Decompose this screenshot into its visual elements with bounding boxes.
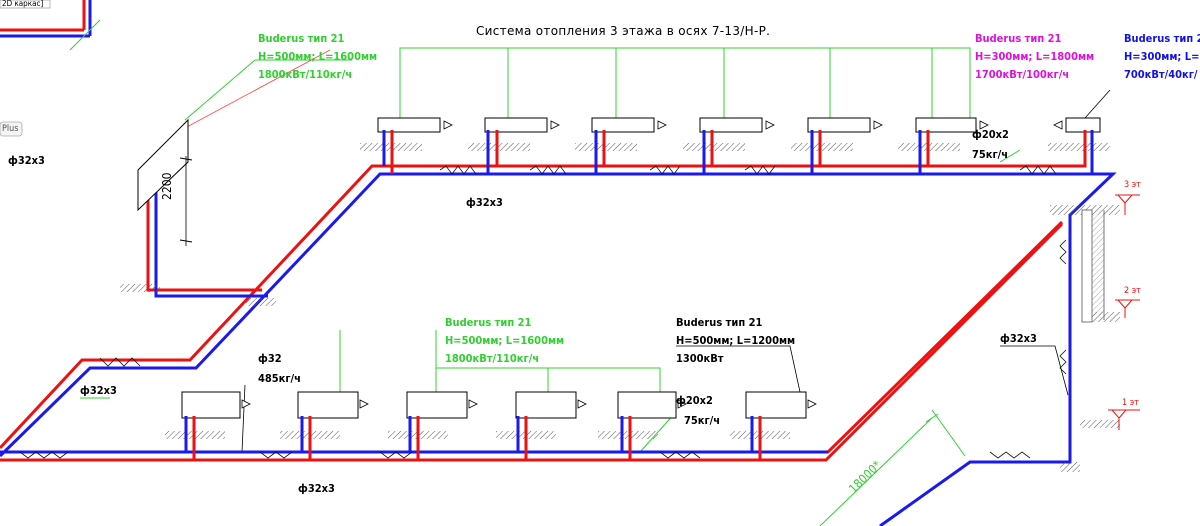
- radiator: [617, 391, 687, 460]
- pipe-label-bottom-main: ф32х3: [298, 482, 335, 495]
- radiator: [699, 117, 775, 174]
- radiator: [807, 117, 883, 174]
- radiator: [1053, 117, 1101, 174]
- bottom-leader-lines: [80, 330, 677, 453]
- note-bottom-black-power: 1300кВт: [676, 352, 724, 365]
- note-bottom-green-size: H=500мм; L=1600мм: [445, 334, 565, 347]
- dimension-18000: [819, 409, 966, 526]
- radiator: [181, 391, 251, 460]
- radiator: [297, 391, 369, 460]
- plus-badge: Plus: [2, 124, 19, 134]
- pipe-label-top-main: ф32х3: [466, 196, 503, 209]
- level-floor3: 3 эт: [1124, 180, 1141, 190]
- bottom-floor-hatches: [165, 431, 790, 439]
- angled-radiator: [120, 118, 276, 306]
- radiator: [591, 117, 667, 174]
- note-top-magenta-power: 1700кВт/100кг/ч: [975, 68, 1070, 81]
- top-left-corner: [0, 0, 101, 137]
- pipe-label-left-mid: ф32х3: [80, 384, 117, 397]
- pipe-label-bottom-inlet-dia: ф32: [258, 352, 282, 365]
- radiator: [377, 117, 453, 174]
- note-top-blue-model: Buderus тип 2: [1124, 32, 1200, 45]
- riser-wall: [1050, 194, 1140, 472]
- note-top-magenta-model: Buderus тип 21: [975, 32, 1062, 45]
- pipe-label-top-branch-flow: 75кг/ч: [972, 148, 1009, 161]
- radiator: [915, 117, 989, 174]
- drawing-title: Система отопления 3 этажа в осях 7-13/Н-…: [476, 24, 771, 38]
- note-bottom-green-model: Buderus тип 21: [445, 316, 532, 329]
- black-leaders: [241, 89, 1111, 453]
- level-floor2: 2 эт: [1124, 286, 1141, 296]
- top-radiators: [377, 117, 1101, 174]
- pipe-label-riser: ф32х3: [1000, 332, 1037, 345]
- dimension-riser-height: 2200: [160, 172, 174, 200]
- note-bottom-green-power: 1800кВт/110кг/ч: [445, 352, 540, 365]
- radiator: [745, 391, 817, 460]
- pipe-label-bottom-branch-dia: ф20х2: [676, 394, 713, 407]
- pipe-label-top-branch-dia: ф20х2: [972, 128, 1009, 141]
- radiator: [515, 391, 587, 460]
- note-top-blue-size: H=300мм; L=1: [1124, 50, 1200, 63]
- top-left-fragment: 2D каркас]: [2, 0, 44, 8]
- radiator: [406, 391, 478, 460]
- pipe-label-bottom-branch-flow: 75кг/ч: [684, 414, 721, 427]
- level-floor1: 1 эт: [1122, 398, 1139, 408]
- note-top-magenta-size: H=300мм; L=1800мм: [975, 50, 1095, 63]
- note-top-green-size: H=500мм; L=1600мм: [258, 50, 378, 63]
- bottom-radiators: [181, 391, 817, 460]
- red-leader: [184, 49, 331, 129]
- radiator: [484, 117, 560, 174]
- note-bottom-black-size: H=500мм; L=1200мм: [676, 334, 796, 347]
- pipe-supports: [19, 165, 1067, 459]
- pipe-label-bottom-inlet-flow: 485кг/ч: [258, 372, 301, 385]
- note-top-blue-power: 700кВт/40кг/: [1124, 68, 1198, 81]
- note-top-green-model: Buderus тип 21: [258, 32, 345, 45]
- note-top-green-power: 1800кВт/110кг/ч: [258, 68, 353, 81]
- note-bottom-black-model: Buderus тип 21: [676, 316, 763, 329]
- pipe-label-left-edge: ф32х3: [8, 154, 45, 167]
